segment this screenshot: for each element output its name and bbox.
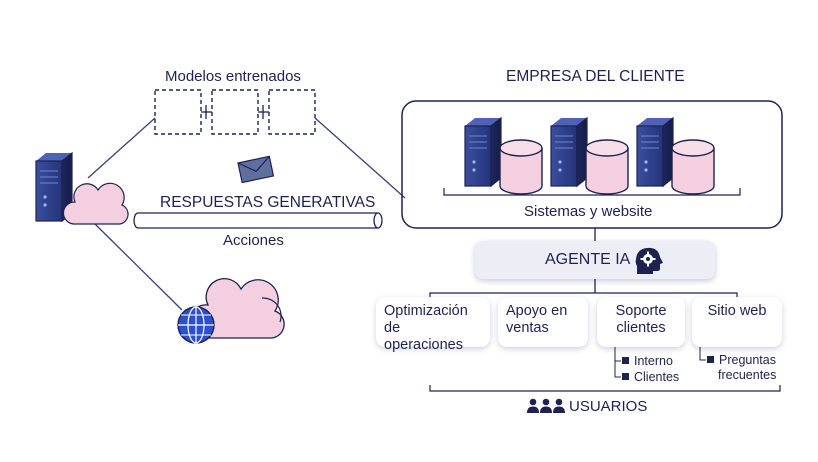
service-line: de operaciones — [384, 320, 463, 353]
bullet-square-icon — [622, 373, 629, 380]
service-card-support: Soporte clientes — [597, 297, 685, 347]
service-line: ventas — [506, 320, 549, 336]
envelope-icon — [237, 155, 275, 184]
trained-models-label: Modelos entrenados — [165, 68, 301, 85]
sub-item: Interno — [622, 354, 673, 368]
bullet-square-icon — [622, 357, 629, 364]
sub-item-continued: frecuentes — [718, 368, 777, 382]
cloud-icon — [62, 182, 129, 225]
service-line: Optimización — [384, 303, 468, 319]
bullet-square-icon — [707, 356, 714, 363]
client-company-box — [401, 100, 783, 229]
service-line: Apoyo en — [506, 303, 568, 319]
service-card-operations: Optimización de operaciones — [376, 297, 490, 353]
ai-agent-box: AGENTE IA — [475, 241, 715, 279]
pipe-icon — [133, 212, 383, 229]
service-line: clientes — [616, 320, 666, 336]
service-line: Soporte — [615, 303, 667, 319]
service-card-website: Sitio web — [692, 297, 782, 347]
database-icon — [499, 139, 715, 195]
ai-head-icon — [635, 247, 663, 274]
service-card-sales: Apoyo en ventas — [498, 297, 588, 347]
generative-responses-label: RESPUESTAS GENERATIVAS — [160, 194, 376, 211]
client-company-title: EMPRESA DEL CLIENTE — [506, 68, 685, 85]
systems-website-label: Sistemas y website — [524, 203, 653, 220]
ai-agent-label: AGENTE IA — [545, 251, 631, 268]
globe-icon — [177, 306, 215, 344]
service-line: Sitio web — [707, 303, 767, 319]
sub-item: Preguntas — [707, 353, 776, 367]
users-icon — [527, 398, 565, 413]
server-icon — [464, 117, 674, 187]
actions-label: Acciones — [223, 232, 284, 249]
sub-item: Clientes — [622, 370, 679, 384]
users-label: USUARIOS — [569, 398, 648, 415]
